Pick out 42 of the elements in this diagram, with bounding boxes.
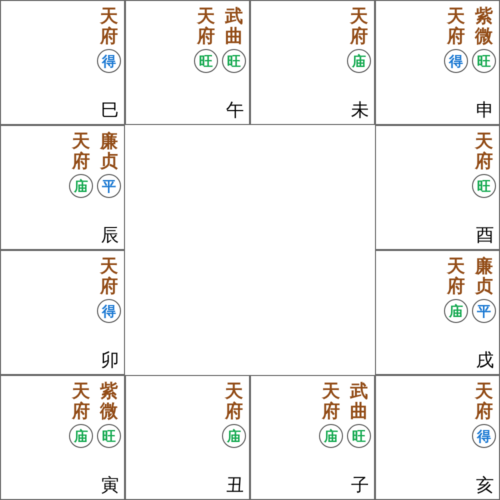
palace-cell: [250, 375, 375, 500]
palace-cell: [375, 125, 500, 250]
branch-label: 戌: [476, 351, 494, 369]
palace-cell: [375, 0, 500, 125]
palace-cell: [0, 0, 125, 125]
star-name: 天府: [475, 132, 493, 172]
star-name: 廉贞: [475, 257, 493, 297]
star-name: 武曲: [350, 382, 368, 422]
branch-label: 辰: [101, 226, 119, 244]
star-name: 天府: [72, 132, 90, 172]
star-name: 天府: [72, 382, 90, 422]
palace-cell: [125, 375, 250, 500]
star-name: 武曲: [225, 7, 243, 47]
star-name: 天府: [447, 7, 465, 47]
branch-label: 亥: [476, 476, 494, 494]
palace-cell: [250, 0, 375, 125]
palace-cell: [0, 250, 125, 375]
star-name: 天府: [225, 382, 243, 422]
star-name: 天府: [475, 382, 493, 422]
star-name: 天府: [100, 7, 118, 47]
branch-label: 巳: [101, 101, 119, 119]
branch-label: 酉: [476, 226, 494, 244]
branch-label: 子: [351, 476, 369, 494]
palace-cell: [375, 250, 500, 375]
star-name: 天府: [322, 382, 340, 422]
branch-label: 卯: [101, 351, 119, 369]
star-name: 天府: [100, 257, 118, 297]
branch-label: 未: [351, 101, 369, 119]
star-name: 紫微: [475, 7, 493, 47]
star-name: 紫微: [100, 382, 118, 422]
star-name: 天府: [350, 7, 368, 47]
branch-label: 午: [226, 101, 244, 119]
star-name: 天府: [197, 7, 215, 47]
star-name: 天府: [447, 257, 465, 297]
branch-label: 丑: [226, 476, 244, 494]
branch-label: 申: [476, 101, 494, 119]
palace-cell: [0, 125, 125, 250]
palace-cell: [375, 375, 500, 500]
palace-cell: [0, 375, 125, 500]
star-name: 廉贞: [100, 132, 118, 172]
palace-cell: [125, 0, 250, 125]
branch-label: 寅: [101, 476, 119, 494]
